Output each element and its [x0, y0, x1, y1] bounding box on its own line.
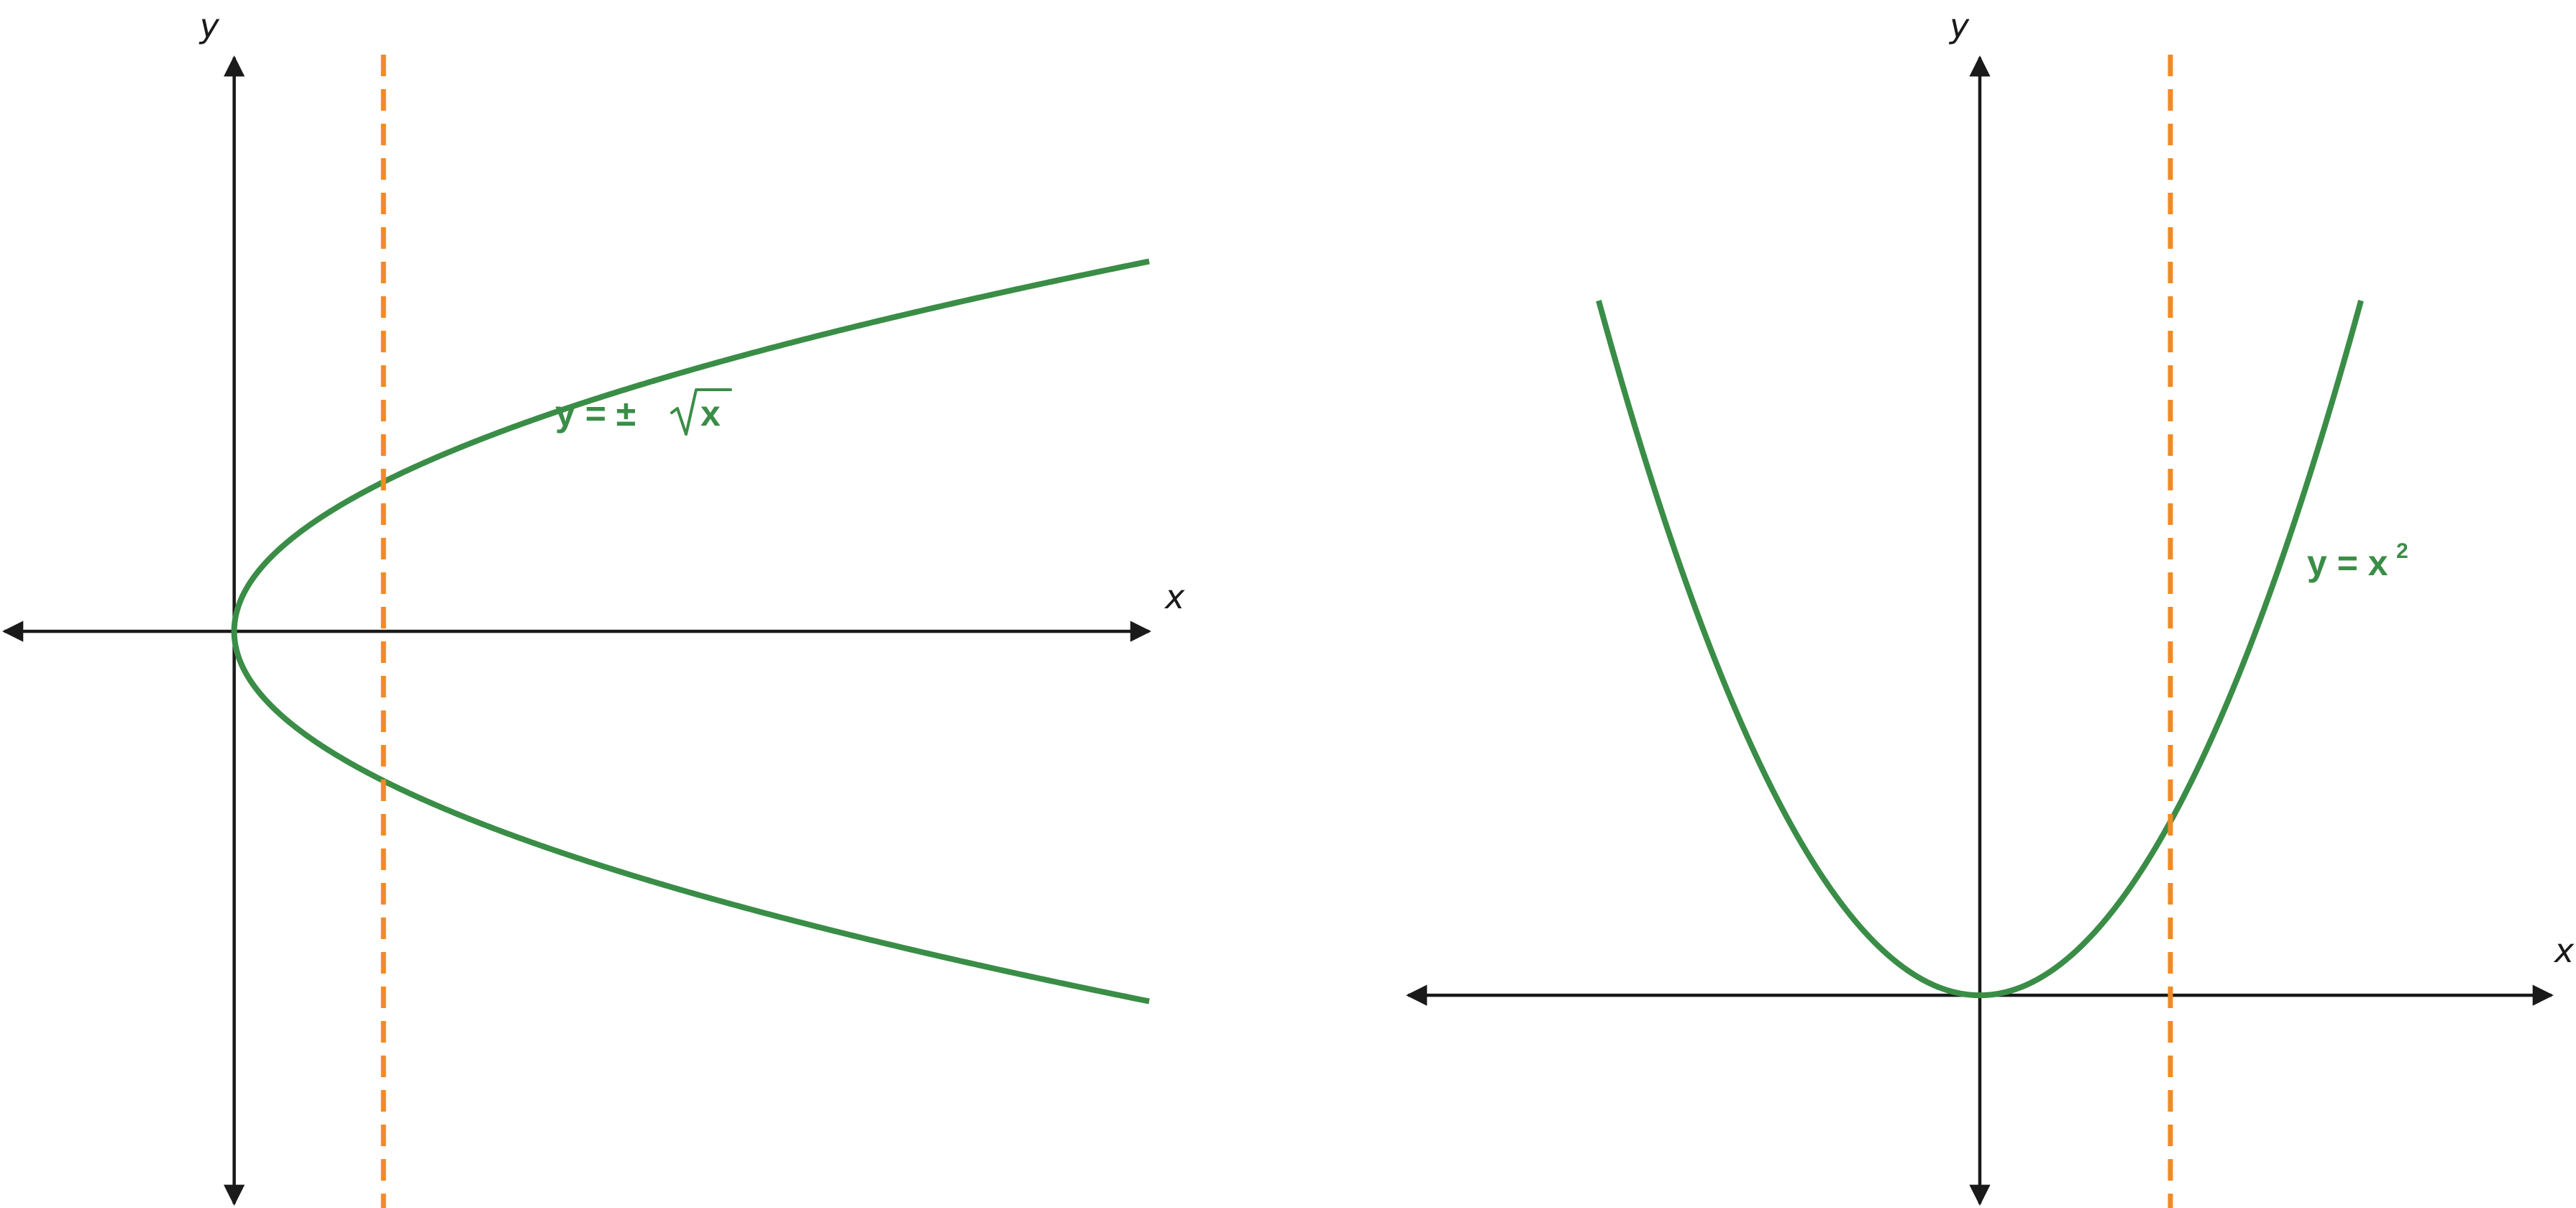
- left-x-axis-label: x: [1164, 577, 1185, 616]
- left-plot: x y y = ± x: [2, 6, 1185, 1208]
- left-curve-label-lhs: y = ±: [555, 393, 636, 434]
- left-y-axis-label: y: [198, 6, 220, 45]
- left-sqrt-curve: [231, 258, 1150, 1005]
- right-x-axis-label: x: [2553, 931, 2575, 970]
- left-curve-label-radicand: x: [700, 393, 721, 434]
- right-y-axis-label: y: [1948, 6, 1970, 45]
- right-curve-label: y = x 2: [2307, 539, 2408, 583]
- radical-sign-icon: [670, 388, 732, 436]
- right-parabola-curve: [1596, 300, 2364, 999]
- right-curve-label-lhs: y = x: [2307, 543, 2388, 583]
- left-curve-label: y = ± x: [555, 388, 732, 436]
- right-plot: x y y = x 2: [1406, 6, 2575, 1208]
- right-curve-label-exponent: 2: [2396, 539, 2408, 563]
